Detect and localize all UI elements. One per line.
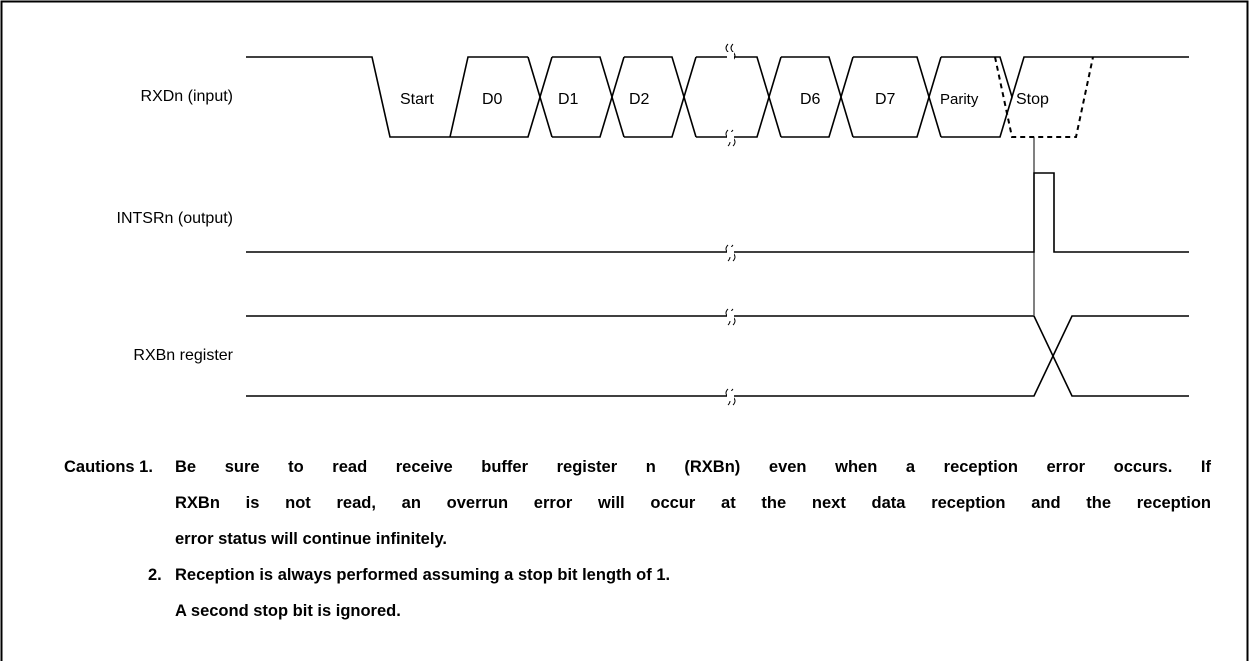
bit-label-d1: D1 [558,91,579,108]
bit-label-start: Start [400,91,434,108]
rxd-gap-top [696,56,782,100]
bit-label-stop: Stop [1016,91,1049,108]
rxb-break-marks [725,308,736,406]
caution-2-line-2: A second stop bit is ignored. [175,602,401,620]
caution-2-line-1: Reception is always performed assuming a… [175,566,671,584]
signal-label-rxb: RXBn register [133,347,233,364]
cautions-lead: Cautions 1. [64,458,153,476]
rxd-start-to-d0 [449,56,528,138]
rxd-d1-top [552,56,625,100]
bit-label-d2: D2 [629,91,650,108]
caution-1-line-1: Be sure to read receive buffer register … [175,458,1211,476]
bit-label-d0: D0 [482,91,503,108]
rxd-d2-top [624,56,697,100]
rxd-waveform [246,56,1189,138]
rxb-top [246,315,1189,397]
rxb-bottom [246,315,1189,397]
signal-label-intsr: INTSRn (output) [116,210,233,227]
rxd-dashed-stop [994,56,1094,138]
rxd-d6-bot [781,94,854,138]
caution-1-line-2: RXBn is not read, an overrun error will … [175,494,1211,512]
intsr-waveform [246,172,1189,253]
rxd-d0-d1-top [527,56,553,100]
bit-label-parity: Parity [940,91,979,108]
rxd-d2-bot [624,94,697,138]
caution-2-number: 2. [148,566,162,584]
rxd-gap-bot [696,94,782,138]
rxd-d7-top [853,56,942,100]
rxd-parity-bot [941,96,1013,138]
caution-1-line-3: error status will continue infinitely. [175,530,447,548]
rxd-d1-bot [552,94,625,138]
rxd-d0-d1-bot [450,94,553,138]
rxd-idle-start [246,56,450,138]
bit-label-d6: D6 [800,91,821,108]
rxd-d7-bot [853,94,942,138]
rxd-d6-top [781,56,854,100]
bit-label-d7: D7 [875,91,896,108]
signal-label-rxd: RXDn (input) [140,88,233,105]
